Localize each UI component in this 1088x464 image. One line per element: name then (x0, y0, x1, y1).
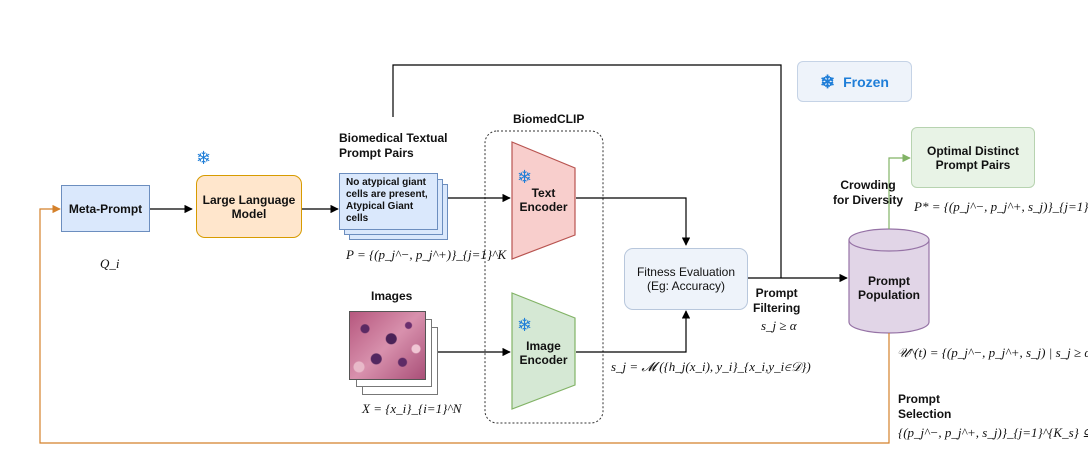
biomedclip-title: BiomedCLIP (513, 112, 585, 126)
prompt-filtering-line1: Prompt (755, 286, 798, 300)
prompt-selection-line1: Prompt (898, 392, 940, 406)
text-encoder-line2: Encoder (519, 200, 568, 214)
text-encoder-label: Text Encoder (512, 183, 575, 217)
crowding-line1: Crowding (840, 178, 896, 192)
image-encoder-shape (511, 292, 576, 410)
prompt-card-line4: cells (346, 213, 369, 224)
score-formula: s_j = 𝓜 ({h_j(x_i), y_i}_{x_i,y_i∈𝒟}) (611, 359, 811, 374)
prompt-card-line1: No atypical giant (346, 177, 427, 188)
population-label: Prompt Population (849, 270, 929, 306)
prompt-pairs-title: Biomedical Textual Prompt Pairs (339, 131, 447, 161)
meta-prompt-box: Meta-Prompt (61, 185, 150, 232)
threshold-formula: s_j ≥ α (761, 318, 797, 333)
optimal-line1: Optimal Distinct (926, 143, 1019, 158)
crowding-label: Crowding for Diversity (833, 178, 903, 208)
selection-set-formula: {(p_j^−, p_j^+, s_j)}_{j=1}^{K_s} ⊆ 𝒰^(t… (898, 425, 1088, 440)
snowflake-icon: ❄ (820, 71, 836, 92)
frozen-label: Frozen (843, 73, 889, 90)
arrow-image-to-fitness (576, 310, 691, 353)
fitness-evaluation-box: Fitness Evaluation (Eg: Accuracy) (624, 248, 748, 310)
prompt-filtering-line2: Filtering (753, 301, 801, 315)
population-line2: Population (858, 288, 920, 302)
population-line1: Prompt (868, 274, 910, 288)
prompt-pairs-title-line1: Biomedical Textual (339, 131, 448, 145)
prompt-card-text: No atypical giant cells are present, Aty… (340, 174, 437, 228)
prompt-filtering-label: Prompt Filtering (753, 286, 800, 316)
line-prompts-bypass (392, 64, 782, 278)
prompt-selection-line2: Selection (898, 407, 952, 421)
frozen-legend: ❄ Frozen (797, 61, 912, 102)
image-encoder-snowflake-icon: ❄ (517, 315, 533, 335)
llm-box: Large Language Model (196, 175, 302, 238)
x-set-formula: X = {x_i}_{i=1}^N (362, 401, 462, 416)
fitness-line2: (Eg: Accuracy) (646, 279, 726, 293)
p-set-formula: P = {(p_j^−, p_j^+)}_{j=1}^K (346, 247, 507, 262)
prompt-card-line3: Atypical Giant (346, 201, 414, 212)
meta-prompt-label: Meta-Prompt (68, 201, 143, 216)
arrow-population-to-optimal (888, 153, 911, 229)
fitness-line1: Fitness Evaluation (636, 265, 736, 279)
image-encoder-line2: Encoder (519, 353, 568, 367)
text-encoder-shape (511, 141, 576, 260)
p-star-formula: P* = {(p_j^−, p_j^+, s_j)}_{j=1}^{K*} (914, 199, 1088, 214)
crowding-line2: for Diversity (833, 193, 904, 207)
histology-image (349, 311, 426, 380)
prompt-population-cylinder (848, 228, 930, 334)
text-encoder-snowflake-icon: ❄ (517, 167, 533, 187)
optimal-prompt-pairs-box: Optimal Distinct Prompt Pairs (911, 127, 1035, 188)
llm-label-line1: Large Language (202, 192, 296, 207)
arrow-text-to-fitness (576, 197, 691, 246)
optimal-line2: Prompt Pairs (935, 157, 1011, 172)
llm-snowflake-icon: ❄ (196, 148, 212, 168)
prompt-card-front: No atypical giant cells are present, Aty… (339, 173, 438, 230)
u-set-formula: 𝒰^(t) = {(p_j^−, p_j^+, s_j) | s_j ≥ α} (897, 345, 1088, 360)
images-title: Images (371, 289, 413, 303)
llm-label-line2: Model (231, 206, 267, 221)
prompt-pairs-title-line2: Prompt Pairs (339, 146, 414, 160)
prompt-card-line2: cells are present, (346, 189, 428, 200)
image-encoder-line1: Image (526, 339, 561, 353)
prompt-selection-label: Prompt Selection (898, 392, 951, 422)
arrow-selection-feedback (39, 204, 890, 444)
text-encoder-line1: Text (531, 186, 556, 200)
q-symbol: Q_i (100, 256, 120, 271)
image-encoder-label: Image Encoder (512, 336, 575, 370)
